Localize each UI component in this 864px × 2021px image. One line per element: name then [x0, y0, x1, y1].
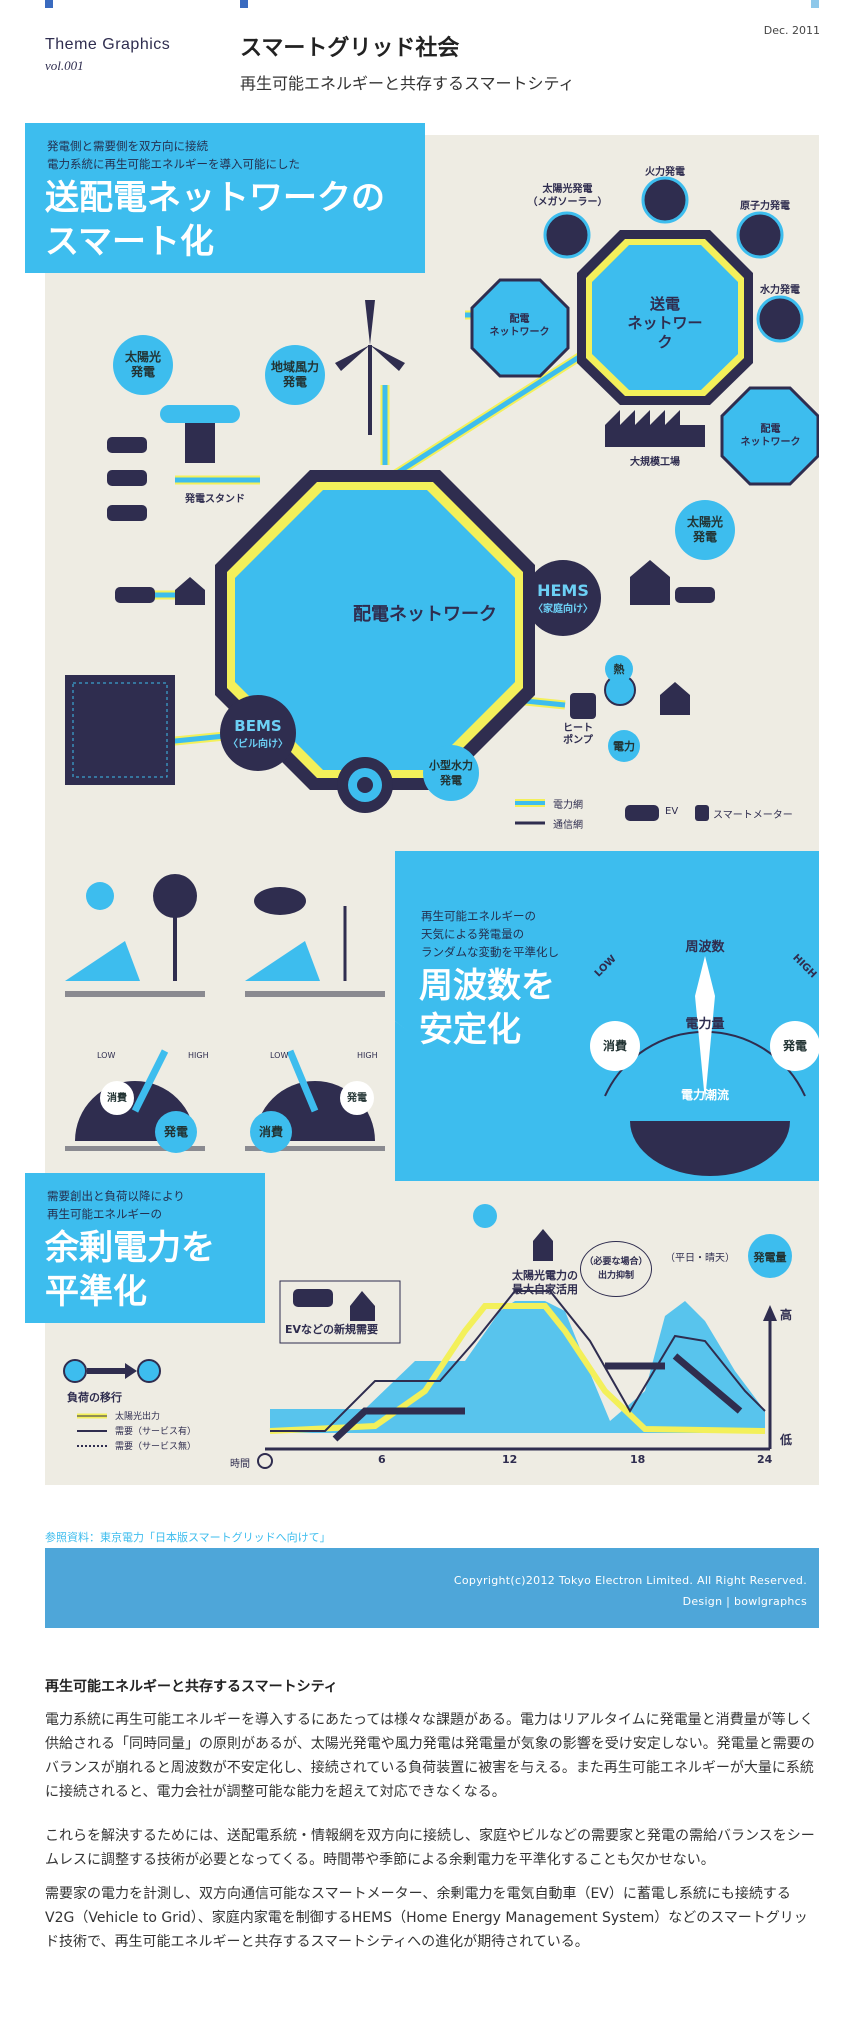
surplus-panel: 需要創出と負荷以降により 再生可能エネルギーの 余剰電力を 平準化 負荷の移行 …	[25, 1173, 819, 1485]
section1-header-box: 発電側と需要側を双方向に接続 電力系統に再生可能エネルギーを導入可能にした 送配…	[25, 123, 425, 273]
axis-tick: 12	[502, 1453, 518, 1466]
ev-demand-label: EVなどの新規需要	[285, 1323, 379, 1336]
section1-headline-line1: 送配電ネットワークの	[45, 178, 385, 218]
axis-high-label: 高	[780, 1308, 793, 1322]
page-subtitle: 再生可能エネルギーと共存するスマートシティ	[240, 74, 575, 93]
section2-intro-line1: 再生可能エネルギーの	[421, 909, 536, 923]
top-accent-bar	[45, 0, 53, 8]
solar-bubble: 太陽光 発電	[113, 335, 173, 395]
section3-headline-line2: 平準化	[45, 1272, 147, 1312]
reference-note: 参照資料：東京電力「日本版スマートグリッドへ向けて」	[45, 1531, 331, 1544]
design-credit: Design | bowlgraphcs	[682, 1595, 807, 1608]
consume-bubble: 消費	[590, 1021, 640, 1071]
article-title: 再生可能エネルギーと共存するスマートシティ	[45, 1679, 338, 1695]
page-title: スマートグリッド社会	[240, 36, 460, 61]
small-distribution-network-label: 配電 ネットワーク	[740, 424, 801, 448]
legend-grid-label: 電力網	[553, 800, 583, 811]
generate-bubble: 発電	[340, 1081, 374, 1115]
article-paragraph: これらを解決するためには、送配電系統・情報網を双方向に接続し、家庭やビルなどの需…	[45, 1828, 815, 1868]
section2-headline-line1: 周波数を	[419, 966, 555, 1006]
section3-intro-line2: 再生可能エネルギーの	[47, 1207, 162, 1221]
copyright-band: Copyright(c)2012 Tokyo Electron Limited.…	[45, 1548, 819, 1628]
wind-bubble: 地域風力 発電	[265, 345, 325, 405]
smart-network-panel: 発電側と需要側を双方向に接続 電力系統に再生可能エネルギーを導入可能にした 送配…	[25, 123, 819, 851]
axis-low-label: 低	[780, 1433, 793, 1447]
weekday-sunny-label: （平日・晴天）	[665, 1253, 735, 1264]
load-shift-chart	[63, 1204, 792, 1469]
frequency-panel: 消費 発電 消費 発電 LOW HIGH LOW HIGH 再生可能エネルギーの…	[45, 851, 820, 1181]
hydro-label: 水力発電	[760, 285, 800, 296]
legend-solar-output: 太陽光出力	[115, 1412, 161, 1422]
power-bubble: 電力	[608, 730, 640, 762]
axis-tick: 18	[630, 1453, 646, 1466]
section3-header-box: 需要創出と負荷以降により 再生可能エネルギーの 余剰電力を 平準化	[25, 1173, 265, 1323]
small-gauge-low: LOW	[270, 1051, 289, 1060]
section2-headline-line2: 安定化	[419, 1010, 521, 1050]
solar-mega-label: 太陽光発電 （メガソーラー）	[527, 184, 608, 208]
charging-station-label: 発電スタンド	[185, 494, 245, 505]
section3-headline-line1: 余剰電力を	[45, 1228, 215, 1268]
legend-demand-service: 需要（サービス有）	[115, 1427, 197, 1437]
axis-time-label: 時間	[230, 1459, 250, 1470]
top-accent-bar	[811, 0, 819, 8]
legend-comm-label: 通信網	[553, 820, 583, 831]
small-gauge-high: HIGH	[188, 1051, 209, 1060]
factory-label: 大規模工場	[630, 457, 680, 468]
hems-circle: HEMS 〈家庭向け〉	[525, 560, 601, 636]
hems-title: HEMS	[537, 581, 589, 600]
heat-bubble: 熱	[605, 655, 633, 683]
axis-tick: 6	[378, 1453, 386, 1466]
small-distribution-network-label: 配電 ネットワーク	[489, 314, 550, 338]
transmission-network-label: 送電 ネットワーク	[627, 295, 703, 351]
legend-meter-label: スマートメーター	[713, 810, 793, 821]
power-flow-label: 電力潮流	[680, 1088, 729, 1102]
section1-intro-line2: 電力系統に再生可能エネルギーを導入可能にした	[47, 157, 300, 171]
brand-volume: vol.001	[45, 58, 84, 73]
bems-subtitle: 〈ビル向け〉	[228, 738, 288, 750]
small-gauge-high: HIGH	[357, 1051, 378, 1060]
section2-intro-line2: 天気による発電量の	[421, 927, 525, 941]
top-accent-bar	[240, 0, 248, 8]
consume-bubble: 消費	[250, 1111, 292, 1153]
section2-intro-line3: ランダムな変動を平準化し	[421, 945, 559, 959]
power-amount-label: 電力量	[685, 1017, 725, 1032]
distribution-network-label: 配電ネットワーク	[353, 604, 497, 625]
bems-title: BEMS	[234, 716, 282, 735]
article-paragraph: 需要家の電力を計測し、双方向通信可能なスマートメーター、余剰電力を電気自動車（E…	[45, 1886, 808, 1950]
solar-max-use-label: 太陽光電力の 最大自家活用	[512, 1269, 578, 1296]
issue-date: Dec. 2011	[763, 24, 820, 37]
solar-bubble: 太陽光 発電	[675, 500, 735, 560]
legend-demand-noservice: 需要（サービス無）	[115, 1442, 197, 1452]
generate-bubble: 発電	[155, 1111, 197, 1153]
brand-title: Theme Graphics	[45, 36, 171, 53]
section1-intro-line1: 発電側と需要側を双方向に接続	[47, 139, 208, 153]
output-suppression-label: （必要な場合） 出力抑制	[580, 1241, 652, 1297]
network-diagram	[65, 176, 819, 825]
nuclear-label: 原子力発電	[740, 201, 790, 212]
hems-subtitle: 〈家庭向け〉	[533, 604, 593, 615]
load-shift-label: 負荷の移行	[67, 1391, 122, 1404]
section1-headline-line2: スマート化	[45, 222, 214, 262]
small-gauge-low: LOW	[97, 1051, 116, 1060]
copyright-text: Copyright(c)2012 Tokyo Electron Limited.…	[453, 1574, 807, 1587]
axis-tick: 24	[757, 1453, 773, 1466]
small-hydro-bubble: 小型水力 発電	[423, 745, 479, 801]
legend-ev-label: EV	[665, 806, 679, 817]
article-paragraph: 電力系統に再生可能エネルギーを導入するにあたっては様々な課題がある。電力はリアル…	[45, 1712, 815, 1800]
generation-label: 発電量	[753, 1251, 787, 1264]
frequency-label: 周波数	[685, 940, 725, 955]
thermal-label: 火力発電	[645, 167, 685, 178]
consume-bubble: 消費	[100, 1081, 134, 1115]
bems-circle: BEMS 〈ビル向け〉	[220, 695, 296, 771]
section3-intro-line1: 需要創出と負荷以降により	[47, 1189, 185, 1203]
generate-bubble: 発電	[770, 1021, 820, 1071]
heat-pump-label: ヒート ポンプ	[563, 723, 593, 746]
